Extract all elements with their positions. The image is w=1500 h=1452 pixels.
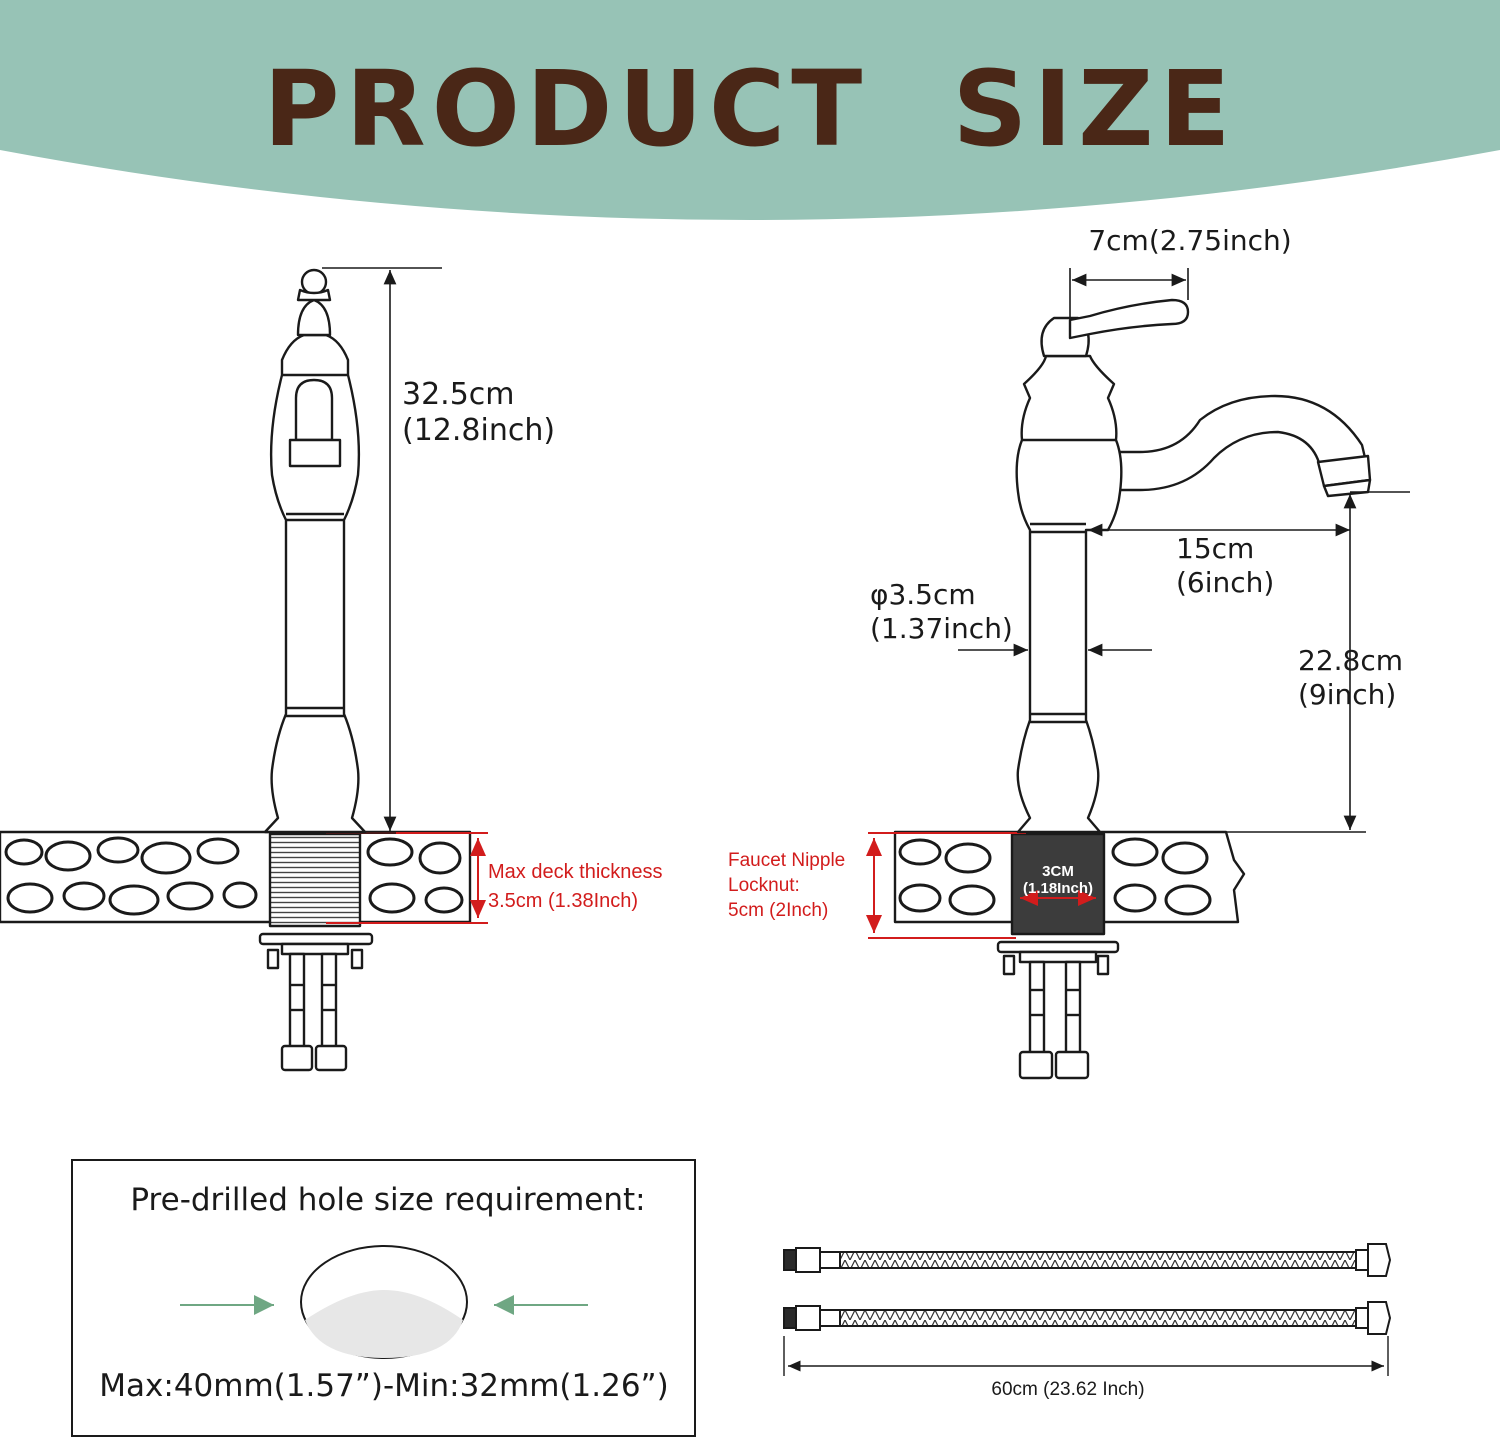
faucet-body-right [1015, 316, 1123, 834]
hole-size-range: Max:40mm(1.57”)-Min:32mm(1.26”) [99, 1368, 668, 1404]
deck-thickness-label: Max deck thickness [488, 861, 663, 883]
spout-height-cm-label: 22.8cm [1298, 644, 1403, 677]
diameter-inch-label: (1.37inch) [870, 612, 1013, 645]
left-faucet-view [0, 267, 488, 1072]
hole-box-heading: Pre-drilled hole size requirement: [130, 1182, 645, 1218]
nipple-size-label: 3CM [1042, 863, 1074, 880]
reach-cm-label: 15cm [1176, 532, 1254, 565]
hose-bottom [783, 1301, 1392, 1335]
height-inch-label: (12.8inch) [402, 413, 555, 448]
height-cm-label: 32.5cm [402, 377, 515, 412]
deck-thickness-value: 3.5cm (1.38Inch) [488, 890, 638, 912]
faucet-spout [1094, 394, 1368, 492]
hose-top [783, 1243, 1392, 1277]
nipple-label-line1: Faucet Nipple [728, 850, 845, 871]
mounting-hardware-left [258, 932, 374, 1072]
spout-height-inch-label: (9inch) [1298, 678, 1396, 711]
threaded-shank-left [268, 832, 362, 928]
right-faucet-view [866, 268, 1410, 1080]
nipple-size-inch-label: (1.18Inch) [1023, 880, 1093, 897]
hose-length-label: 60cm (23.62 Inch) [991, 1379, 1144, 1400]
water-hoses [783, 1243, 1392, 1376]
reach-inch-label: (6inch) [1176, 566, 1274, 599]
nipple-label-line3: 5cm (2Inch) [728, 900, 828, 921]
banner-background [0, 0, 1500, 220]
lever-handle-left [294, 378, 334, 442]
header-banner: PRODUCT SIZE [0, 0, 1500, 220]
page-title: PRODUCT SIZE [263, 48, 1236, 170]
faucet-body-left [263, 268, 367, 834]
countertop-stone-left [0, 830, 472, 924]
nipple-label-line2: Locknut: [728, 875, 800, 896]
handle-width-label: 7cm(2.75inch) [1088, 224, 1291, 257]
hole-size-box: Pre-drilled hole size requirement: Max:4… [71, 1159, 696, 1437]
mounting-hardware-right [996, 940, 1120, 1080]
diameter-cm-label: φ3.5cm [870, 578, 976, 611]
lever-handle-right [1068, 298, 1190, 340]
faucet-nipple-block [1010, 832, 1106, 936]
